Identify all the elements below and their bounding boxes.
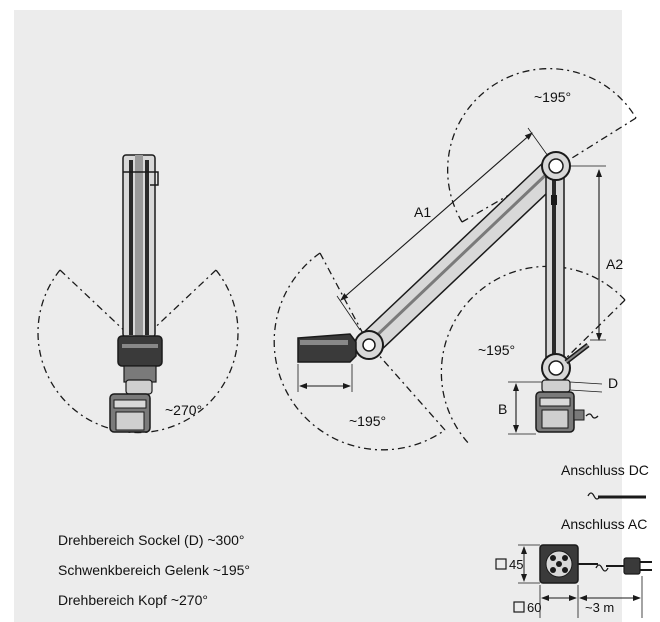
dim-label-a1: A1 (414, 204, 432, 220)
dim-label-60: 60 (527, 600, 542, 615)
angle-label-head: ~270° (165, 402, 203, 418)
dim-label-45: 45 (509, 557, 524, 572)
angle-label-lower-joint: ~195° (478, 342, 516, 358)
lamp-side-view (37, 154, 239, 434)
top-joint-arc (447, 68, 637, 223)
lower-joint-arc (440, 265, 626, 446)
angle-label-top-joint: ~195° (534, 89, 572, 105)
dim-label-cable: ~3 m (585, 600, 615, 615)
base-sweep-arc (273, 252, 446, 451)
lamp-extended-view (273, 68, 637, 451)
dim-label-b: B (498, 401, 508, 417)
legend-item: Drehbereich Kopf ~270° (58, 592, 208, 608)
connector-dc (587, 492, 646, 500)
legend-item: Drehbereich Sockel (D) ~300° (58, 532, 245, 548)
angle-label-base-sweep: ~195° (349, 413, 387, 429)
dim-label-a2: A2 (606, 256, 624, 272)
connector-ac-label: Anschluss AC (561, 516, 648, 532)
connector-dc-label: Anschluss DC (561, 462, 649, 478)
drawing-background (14, 10, 622, 622)
connector-ac (495, 544, 652, 618)
legend-item: Schwenkbereich Gelenk ~195° (58, 562, 250, 578)
dim-label-d: D (608, 375, 619, 391)
